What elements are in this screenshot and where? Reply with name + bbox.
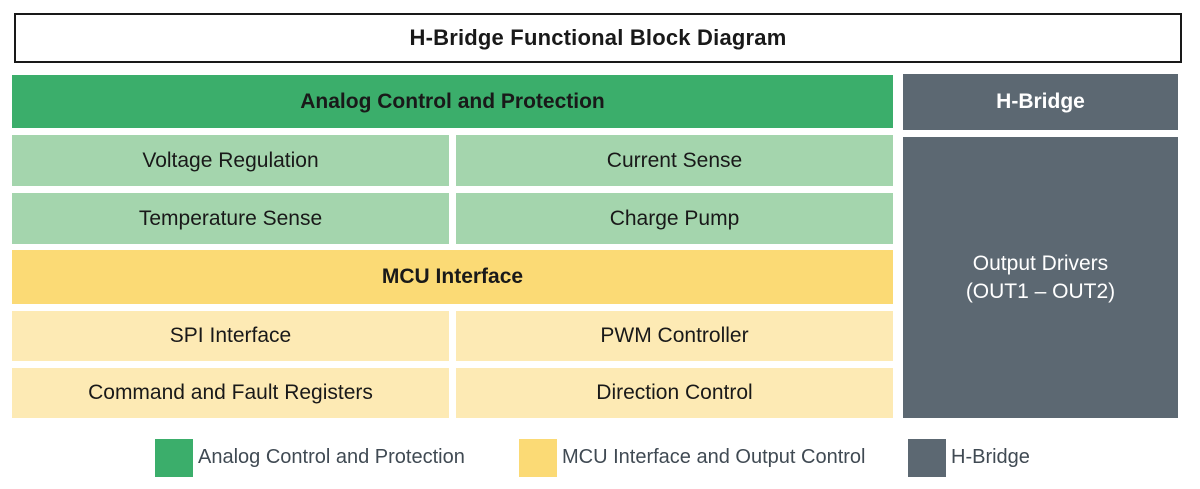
direction-control-block: Direction Control [456, 368, 893, 418]
output-drivers-block: Output Drivers (OUT1 – OUT2) [903, 137, 1178, 418]
legend-label-analog: Analog Control and Protection [198, 446, 465, 468]
spi-interface-block: SPI Interface [12, 311, 449, 361]
diagram-title: H-Bridge Functional Block Diagram [14, 13, 1182, 63]
temperature-sense-block: Temperature Sense [12, 193, 449, 244]
hbridge-header: H-Bridge [903, 74, 1178, 130]
legend-swatch-hbridge [908, 438, 946, 477]
legend-label-mcu: MCU Interface and Output Control [562, 446, 866, 468]
legend-swatch-analog [155, 438, 193, 477]
voltage-regulation-block: Voltage Regulation [12, 135, 449, 186]
legend-item-hbridge: H-Bridge [908, 438, 1030, 477]
charge-pump-block: Charge Pump [456, 193, 893, 244]
legend-item-analog: Analog Control and Protection [155, 438, 465, 477]
legend-label-hbridge: H-Bridge [951, 446, 1030, 468]
analog-control-header: Analog Control and Protection [12, 75, 893, 128]
command-fault-registers-block: Command and Fault Registers [12, 368, 449, 418]
mcu-interface-header: MCU Interface [12, 250, 893, 304]
legend-swatch-mcu [519, 438, 557, 477]
legend-item-mcu: MCU Interface and Output Control [519, 438, 865, 477]
pwm-controller-block: PWM Controller [456, 311, 893, 361]
legend: Analog Control and Protection MCU Interf… [0, 438, 1200, 478]
current-sense-block: Current Sense [456, 135, 893, 186]
